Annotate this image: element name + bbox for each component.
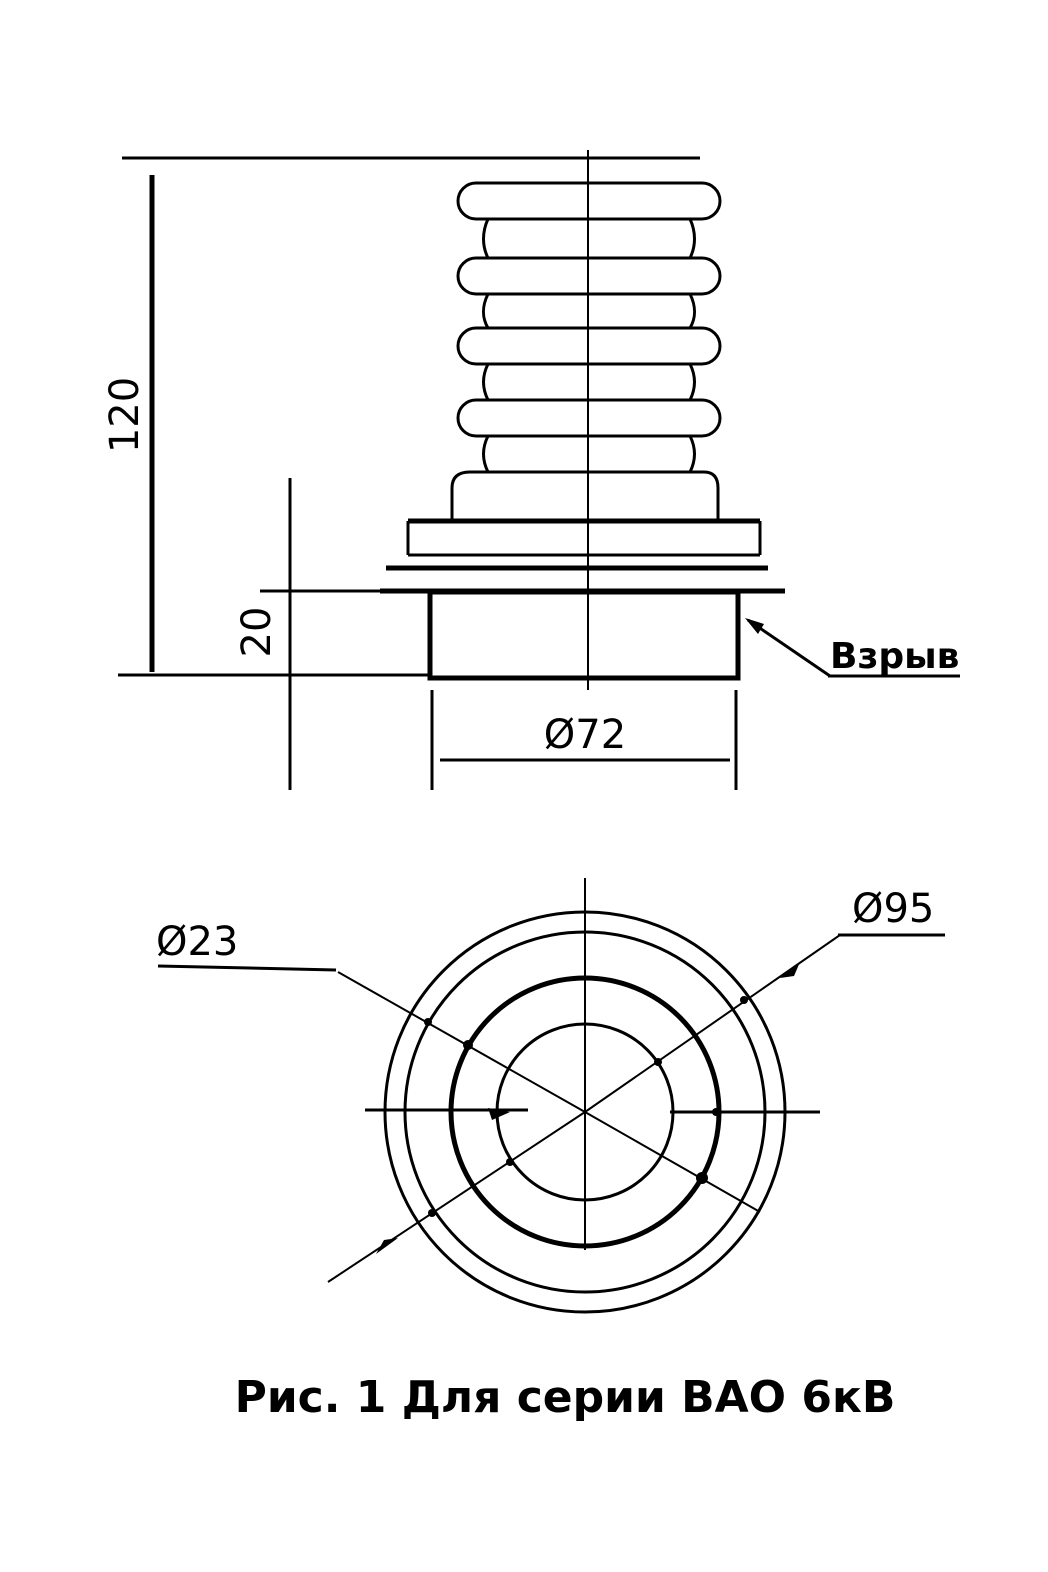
dot (463, 1040, 473, 1050)
dot (696, 1172, 708, 1184)
weld-leader-line (747, 618, 831, 678)
weld-label: Взрыв (830, 636, 959, 677)
figure-caption: Рис. 1 Для серии ВАО 6кВ (235, 1372, 896, 1423)
side-view: 120 20 Ø72 Взрыв (102, 150, 960, 790)
flange-dimension-label: 20 (234, 607, 280, 658)
diagonal-lower-left (327, 1111, 586, 1283)
dot (712, 1108, 720, 1116)
insulator-sheds (456, 181, 722, 438)
diagonal-upper-left (337, 971, 586, 1113)
shed-2 (456, 256, 722, 296)
weld-leader-arrow (745, 618, 764, 634)
height-dimension-label: 120 (102, 377, 148, 453)
dot (740, 996, 748, 1004)
inner-diameter-leader-arrow (488, 1108, 510, 1120)
insulator-core-left (482, 218, 490, 473)
insulator-neck (450, 470, 720, 520)
dot (506, 1158, 514, 1166)
dot (654, 1058, 662, 1066)
insulator-core-right (688, 218, 696, 473)
base-diameter-label: Ø72 (544, 712, 626, 758)
inner-diameter-label: Ø23 (156, 919, 238, 965)
outer-diameter-label: Ø95 (852, 886, 934, 932)
top-view: Ø23 Ø95 (156, 878, 945, 1314)
shed-3 (456, 326, 722, 366)
inner-diameter-leader-underline (157, 964, 337, 972)
dot (428, 1209, 436, 1217)
dot (424, 1018, 432, 1026)
intersection-dots (424, 996, 748, 1217)
collar-body (406, 521, 762, 557)
diagonal-lower-right (584, 1111, 761, 1213)
base-cylinder (427, 589, 741, 681)
diagonal-upper-right (584, 934, 841, 1113)
outer-diameter-lower-arrow (376, 1238, 398, 1254)
shed-4 (456, 398, 722, 438)
outer-diameter-leader-arrow (780, 962, 800, 978)
